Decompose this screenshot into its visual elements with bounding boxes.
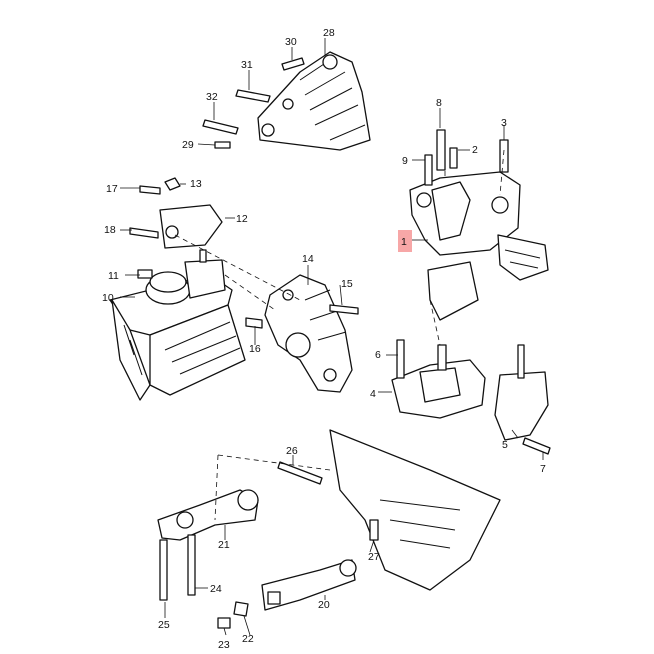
callout-2[interactable]: 2 — [472, 144, 478, 156]
callout-28[interactable]: 28 — [323, 27, 335, 39]
part-1-highlight — [398, 230, 412, 252]
callout-7[interactable]: 7 — [540, 463, 546, 475]
callout-8[interactable]: 8 — [436, 97, 442, 109]
callout-numbers: 1 2 3 4 5 6 7 8 9 10 11 12 13 14 15 16 1… — [102, 27, 546, 651]
upper-bracket — [257, 51, 371, 151]
callout-4[interactable]: 4 — [370, 388, 376, 400]
callout-16[interactable]: 16 — [249, 343, 261, 355]
callout-20[interactable]: 20 — [318, 599, 330, 611]
callout-24[interactable]: 24 — [210, 583, 222, 595]
callout-21[interactable]: 21 — [218, 539, 230, 551]
callout-3[interactable]: 3 — [501, 117, 507, 129]
leader-lines — [120, 38, 544, 636]
callout-27[interactable]: 27 — [368, 551, 380, 563]
bolts-top — [202, 57, 305, 149]
callout-1[interactable]: 1 — [401, 236, 407, 248]
callout-13[interactable]: 13 — [190, 178, 202, 190]
callout-12[interactable]: 12 — [236, 213, 248, 225]
callout-32[interactable]: 32 — [206, 91, 218, 103]
callout-9[interactable]: 9 — [402, 155, 408, 167]
callout-10[interactable]: 10 — [102, 292, 114, 304]
left-mount-assembly — [109, 177, 246, 401]
connection-lines — [174, 135, 505, 521]
callout-26[interactable]: 26 — [286, 445, 298, 457]
main-mount — [409, 129, 549, 321]
callout-29[interactable]: 29 — [182, 139, 194, 151]
lower-assembly — [157, 429, 501, 629]
callout-23[interactable]: 23 — [218, 639, 230, 651]
callout-30[interactable]: 30 — [285, 36, 297, 48]
callout-22[interactable]: 22 — [242, 633, 254, 645]
callout-5[interactable]: 5 — [502, 439, 508, 451]
engine-bracket — [245, 274, 359, 393]
callout-6[interactable]: 6 — [375, 349, 381, 361]
gearbox-mount — [391, 339, 551, 455]
callout-14[interactable]: 14 — [302, 253, 314, 265]
callout-17[interactable]: 17 — [106, 183, 118, 195]
callout-31[interactable]: 31 — [241, 59, 253, 71]
callout-15[interactable]: 15 — [341, 278, 353, 290]
callout-18[interactable]: 18 — [104, 224, 116, 236]
callout-11[interactable]: 11 — [108, 270, 119, 282]
callout-25[interactable]: 25 — [158, 619, 170, 631]
